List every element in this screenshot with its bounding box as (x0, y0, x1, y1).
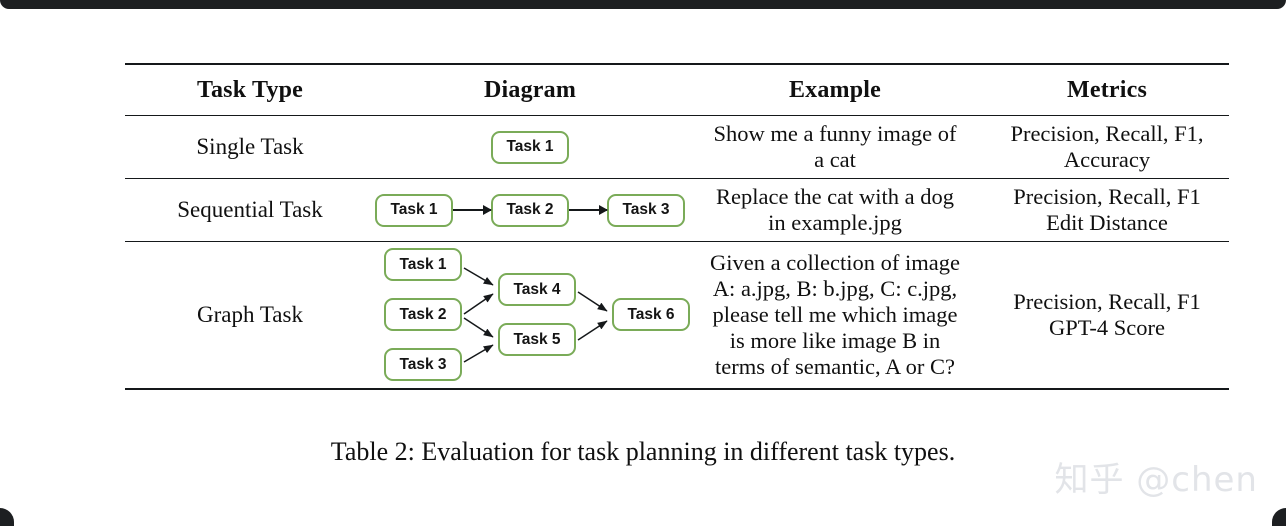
flow-node-task-5: Task 5 (498, 323, 576, 356)
table-body: Single Task Task 1 Show me a funny image… (125, 115, 1229, 391)
table-caption: Table 2: Evaluation for task planning in… (330, 437, 956, 466)
cell-diagram: Task 1 Task 2 Task 3 Task 4 Task 5 Task … (375, 241, 690, 389)
example-line: a cat (814, 147, 856, 172)
diagram-single-task: Task 1 (375, 116, 685, 178)
table-header-row: Task Type Diagram Example Metrics (125, 63, 1229, 116)
example-line: is more like image B in (729, 328, 941, 354)
column-header-metrics: Metrics (985, 63, 1229, 116)
flow-node-task-2: Task 2 (384, 298, 462, 331)
window-top-bar (0, 0, 1286, 9)
flow-node-task-3: Task 3 (607, 193, 685, 227)
table-bottom-rule (125, 388, 1229, 391)
evaluation-table-container: Task Type Diagram Example Metrics Single… (125, 63, 1229, 391)
window-bottom-right-corner (1272, 508, 1286, 526)
diagram-sequential-task: Task 1 Task 2 Task 3 (375, 179, 685, 241)
cell-diagram: Task 1 (375, 115, 685, 179)
zhihu-watermark: 知乎 @chen (1054, 460, 1258, 500)
window-bottom-left-corner (0, 508, 14, 526)
metrics-line: Accuracy (1063, 147, 1151, 172)
flow-node-task-4: Task 4 (498, 273, 576, 306)
cell-example: Show me a funny image of a cat (685, 115, 985, 179)
table-row: Sequential Task Task 1 Task 2 Task 3 Rep… (125, 178, 1229, 242)
column-header-diagram: Diagram (375, 63, 685, 116)
diagram-graph-task: Task 1 Task 2 Task 3 Task 4 Task 5 Task … (380, 242, 690, 388)
table-bottom-rule-row (125, 388, 1229, 391)
column-header-task-type: Task Type (125, 63, 375, 116)
flow-node-task-6: Task 6 (612, 298, 690, 331)
metrics-line: GPT-4 Score (1048, 315, 1166, 340)
graph-edges (463, 267, 608, 363)
cell-example: Replace the cat with a dog in example.jp… (685, 178, 985, 242)
metrics-line: Precision, Recall, F1 (1013, 288, 1201, 314)
flow-node-task-1: Task 1 (375, 193, 453, 227)
cell-task-type: Single Task (125, 115, 375, 179)
flow-node-task-1: Task 1 (491, 130, 569, 164)
flow-node-task-2: Task 2 (491, 193, 569, 227)
arrow-right-icon (453, 205, 492, 215)
metrics-line: Edit Distance (1046, 210, 1168, 235)
cell-task-type: Sequential Task (125, 178, 375, 242)
arrow-right-icon (569, 205, 608, 215)
metrics-line: Precision, Recall, F1 (1013, 183, 1201, 209)
example-line: in example.jpg (768, 210, 902, 235)
flow-node-task-3: Task 3 (384, 348, 462, 381)
example-line: A: a.jpg, B: b.jpg, C: c.jpg, (712, 275, 958, 301)
column-header-example: Example (685, 63, 985, 116)
cell-diagram: Task 1 Task 2 Task 3 (375, 178, 685, 242)
example-line: Given a collection of image (710, 249, 960, 275)
evaluation-table: Task Type Diagram Example Metrics Single… (125, 63, 1229, 391)
table-row: Graph Task (125, 241, 1229, 389)
example-line: please tell me which image (712, 301, 958, 327)
cell-metrics: Precision, Recall, F1 GPT-4 Score (985, 241, 1229, 389)
example-line: terms of semantic, A or C? (715, 354, 955, 380)
table-row: Single Task Task 1 Show me a funny image… (125, 115, 1229, 179)
table-header: Task Type Diagram Example Metrics (125, 63, 1229, 116)
metrics-line: Precision, Recall, F1, (1010, 120, 1204, 146)
cell-metrics: Precision, Recall, F1 Edit Distance (985, 178, 1229, 242)
flow-node-task-1: Task 1 (384, 248, 462, 281)
example-line: Replace the cat with a dog (715, 183, 955, 209)
example-line: Show me a funny image of (713, 120, 957, 146)
cell-metrics: Precision, Recall, F1, Accuracy (985, 115, 1229, 179)
cell-example: Given a collection of image A: a.jpg, B:… (685, 241, 985, 389)
cell-task-type: Graph Task (125, 241, 375, 389)
